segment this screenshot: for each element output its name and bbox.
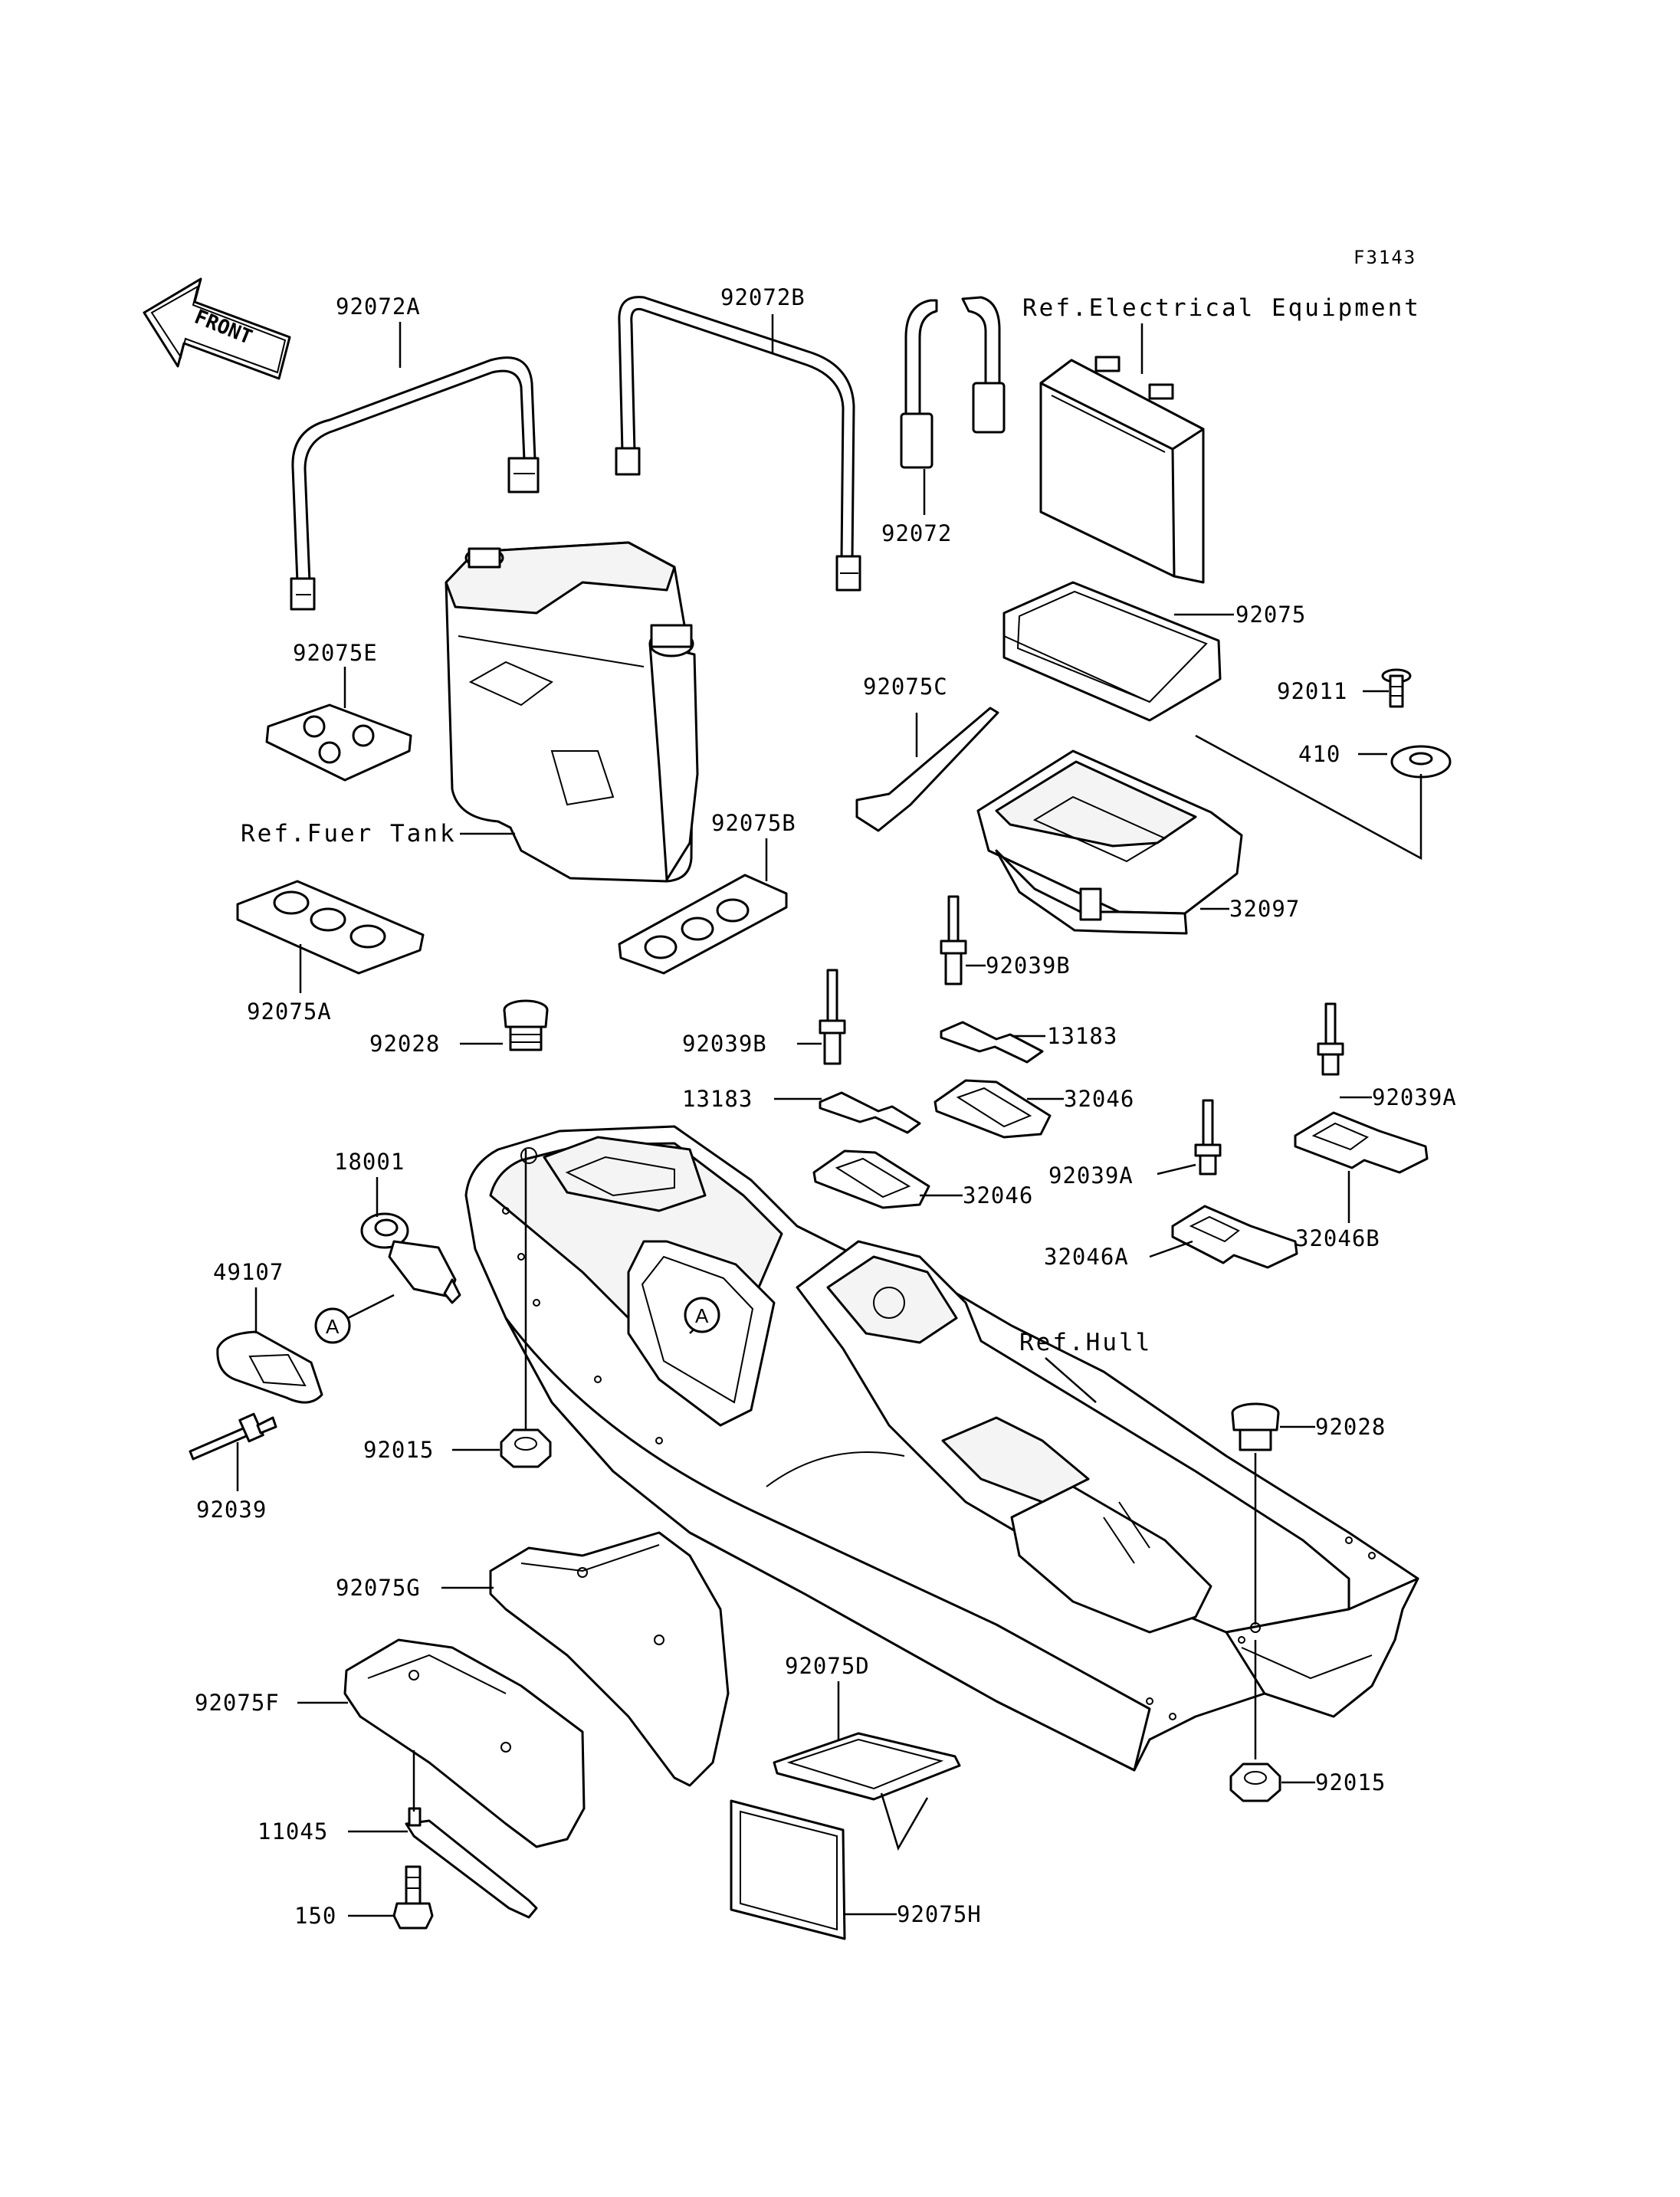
label-92039a-right: 92039A bbox=[1372, 1084, 1457, 1110]
battery bbox=[1039, 356, 1205, 584]
label-92072: 92072 bbox=[881, 520, 952, 546]
bracket-32046b bbox=[1294, 1111, 1429, 1174]
label-92015-lower: 92015 bbox=[1315, 1769, 1386, 1795]
plug-92028-lower bbox=[1231, 1402, 1280, 1451]
pad-92075b bbox=[618, 874, 788, 975]
label-32046a: 32046A bbox=[1044, 1244, 1129, 1270]
pin-92039b-lower bbox=[819, 969, 846, 1065]
callout-a-hull-label: A bbox=[695, 1304, 709, 1327]
label-92075f: 92075F bbox=[195, 1690, 280, 1716]
label-92028-upper: 92028 bbox=[369, 1031, 440, 1057]
bracket-32046-upper bbox=[934, 1079, 1052, 1139]
sheet-stack-marker bbox=[880, 1792, 929, 1851]
ref-electrical-equipment: Ref.Electrical Equipment bbox=[1022, 294, 1421, 322]
strap-92072b bbox=[615, 296, 861, 592]
callout-a-hull bbox=[684, 1297, 720, 1333]
label-92075h: 92075H bbox=[897, 1901, 982, 1927]
leader-92039a-left bbox=[1157, 1163, 1196, 1176]
leader-410-bracket bbox=[1195, 734, 1422, 861]
ref-fuel-tank: Ref.Fuer Tank bbox=[241, 820, 457, 848]
hull bbox=[464, 1125, 1419, 1772]
strap-92072 bbox=[900, 296, 1006, 469]
label-92075c: 92075C bbox=[863, 674, 948, 700]
diagram-code: F3143 bbox=[1354, 247, 1416, 268]
battery-pad-92075 bbox=[1002, 581, 1222, 722]
bracket-32046a bbox=[1171, 1205, 1298, 1269]
sheet-92075h bbox=[730, 1799, 846, 1940]
pin-92039a-left bbox=[1194, 1099, 1222, 1176]
plate-13183-lower bbox=[819, 1091, 921, 1134]
label-11045: 11045 bbox=[258, 1818, 328, 1844]
label-92039b-upper: 92039B bbox=[986, 953, 1071, 979]
nut-92015-upper bbox=[500, 1428, 552, 1468]
label-32046-upper: 32046 bbox=[1064, 1086, 1134, 1112]
pad-92075e bbox=[265, 703, 412, 782]
label-49107: 49107 bbox=[213, 1259, 284, 1285]
plug-92028-upper bbox=[503, 999, 549, 1051]
pad-92075a bbox=[236, 880, 425, 975]
nut-92015-lower bbox=[1229, 1763, 1281, 1802]
label-32046-lower: 32046 bbox=[963, 1182, 1033, 1208]
strap-92072a bbox=[290, 356, 540, 611]
callout-a-left-label: A bbox=[326, 1315, 340, 1338]
washer-410 bbox=[1390, 745, 1452, 779]
label-32097: 32097 bbox=[1229, 896, 1300, 922]
label-92039a-left: 92039A bbox=[1048, 1162, 1134, 1189]
label-32046b: 32046B bbox=[1295, 1225, 1380, 1251]
label-92015-upper: 92015 bbox=[363, 1437, 434, 1463]
label-92075a: 92075A bbox=[247, 998, 332, 1025]
ref-hull: Ref.Hull bbox=[1019, 1329, 1152, 1356]
pad-92075g bbox=[489, 1531, 730, 1787]
pad-92075c bbox=[855, 707, 999, 832]
bracket-32046-lower bbox=[812, 1149, 930, 1209]
leader-hull bbox=[1045, 1357, 1097, 1403]
label-92075g: 92075G bbox=[336, 1575, 421, 1601]
label-92072a: 92072A bbox=[336, 293, 421, 320]
front-arrow-icon: FRONT bbox=[143, 277, 291, 380]
key-switch-18001 bbox=[360, 1212, 461, 1304]
label-92072b: 92072B bbox=[720, 284, 806, 310]
plate-13183-upper bbox=[940, 1021, 1044, 1064]
bolt-150 bbox=[392, 1865, 434, 1930]
label-92028-lower: 92028 bbox=[1315, 1414, 1386, 1440]
label-92075: 92075 bbox=[1235, 602, 1306, 628]
label-92039: 92039 bbox=[196, 1497, 267, 1523]
callout-a-left bbox=[314, 1307, 351, 1344]
label-92011: 92011 bbox=[1277, 678, 1347, 704]
label-150: 150 bbox=[294, 1903, 336, 1929]
label-92075b: 92075B bbox=[711, 810, 796, 836]
fuel-tank bbox=[445, 541, 699, 883]
sheet-92075d bbox=[773, 1732, 961, 1801]
label-92075d: 92075D bbox=[785, 1653, 870, 1679]
label-13183-lower: 13183 bbox=[682, 1086, 753, 1112]
leader-callout-a-left bbox=[347, 1294, 395, 1320]
label-13183-upper: 13183 bbox=[1047, 1023, 1117, 1049]
pin-92039a-right bbox=[1317, 1002, 1344, 1076]
screw-92011 bbox=[1381, 668, 1412, 708]
pad-92075f bbox=[343, 1638, 586, 1848]
label-18001: 18001 bbox=[334, 1149, 405, 1175]
pin-92039b-upper bbox=[940, 895, 967, 985]
leader-32046a bbox=[1149, 1240, 1193, 1258]
label-92039b-lower: 92039B bbox=[682, 1031, 767, 1057]
battery-case-32097 bbox=[976, 749, 1243, 935]
label-92075e: 92075E bbox=[293, 640, 378, 666]
pin-92039 bbox=[189, 1412, 277, 1461]
label-410: 410 bbox=[1298, 741, 1340, 767]
cover-49107 bbox=[216, 1330, 323, 1404]
